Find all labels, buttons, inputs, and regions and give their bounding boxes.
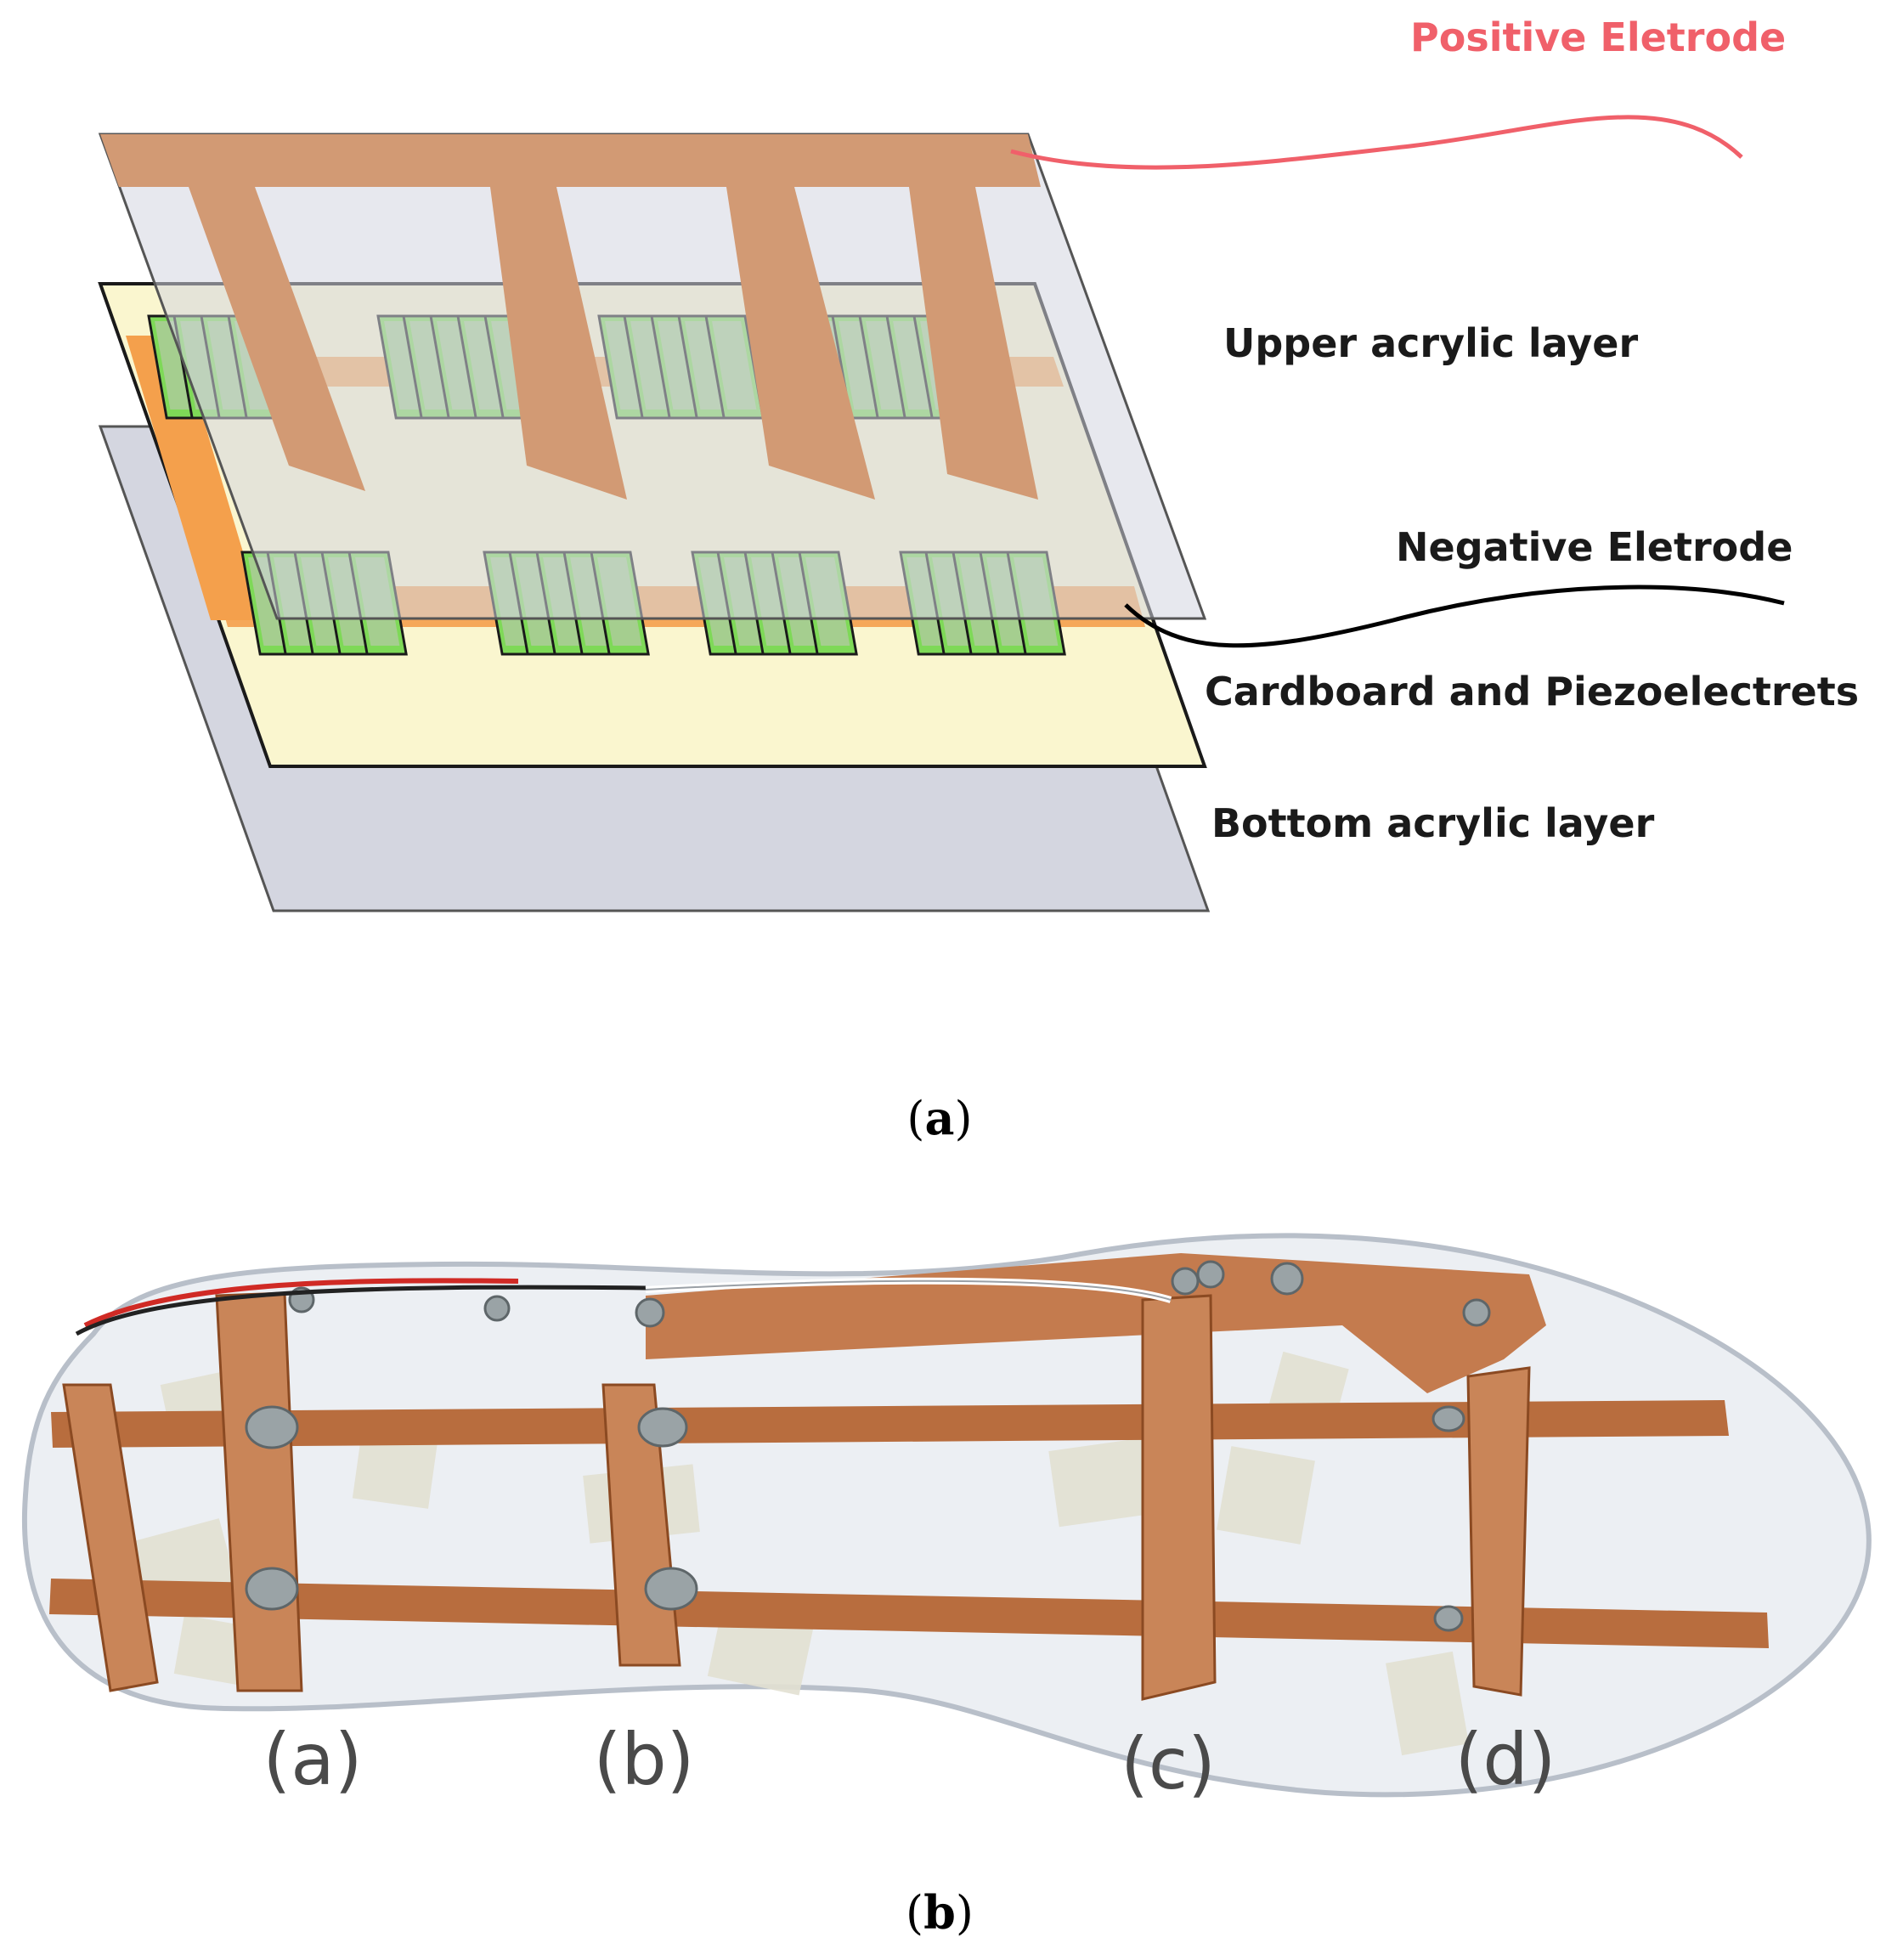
horizontal-copper-strips	[49, 1400, 1769, 1648]
negative-electrode-label: Negative Eletrode	[1396, 524, 1793, 570]
photo-label-d: (d)	[1455, 1718, 1556, 1801]
positive-electrode-label: Positive Eletrode	[1410, 14, 1786, 60]
positive-wire	[1010, 115, 1743, 170]
vertical-copper-electrodes	[62, 1291, 1531, 1701]
bottom-acrylic-label: Bottom acrylic layer	[1211, 800, 1655, 846]
insole-photo: (a) (b) (c) (d)	[22, 1233, 1872, 1805]
photo-label-c: (c)	[1121, 1722, 1216, 1805]
upper-acrylic-label: Upper acrylic layer	[1223, 320, 1638, 366]
caption-a: (a)	[906, 1091, 972, 1145]
cardboard-piezo-label: Cardboard and Piezoelectrets	[1205, 669, 1859, 715]
top-copper-tape	[646, 1253, 1546, 1393]
layer-diagram: Positive Eletrode Upper acrylic layer Ne…	[98, 14, 1859, 912]
photo-label-a: (a)	[263, 1718, 362, 1801]
caption-b: (b)	[906, 1885, 974, 1940]
positive-electrode-comb	[100, 134, 1041, 500]
solder-points	[245, 1260, 1491, 1632]
insole-black-wire	[75, 1285, 647, 1336]
photo-label-b: (b)	[594, 1718, 695, 1801]
negative-wire	[1124, 585, 1785, 648]
insole-red-wire	[83, 1278, 519, 1328]
